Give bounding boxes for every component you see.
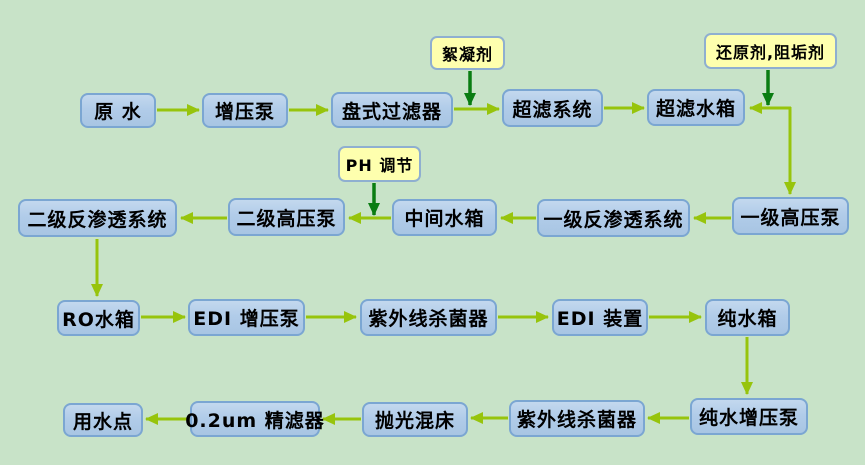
- stage1-ro-system-label: 一级反渗透系统: [543, 208, 684, 231]
- stage1-hp-pump-label: 一级高压泵: [740, 206, 841, 229]
- flocculant-box: 絮凝剂: [430, 36, 505, 70]
- ro-tank-label: RO水箱: [62, 308, 135, 331]
- pure-water-booster-pump-box: 纯水增压泵: [690, 398, 808, 435]
- uf-tank-box: 超滤水箱: [647, 89, 745, 126]
- uv-sterilizer-2-label: 紫外线杀菌器: [516, 409, 637, 431]
- polishing-mixed-bed-box: 抛光混床: [362, 402, 468, 437]
- disc-filter-label: 盘式过滤器: [341, 100, 442, 123]
- edi-unit-box: EDI 装置: [552, 299, 648, 336]
- use-point-label: 用水点: [72, 410, 133, 433]
- flocculant-label: 絮凝剂: [441, 45, 493, 64]
- edi-booster-pump-box: EDI 增压泵: [188, 299, 305, 336]
- stage2-ro-system-box: 二级反渗透系统: [18, 199, 177, 237]
- middle-tank-label: 中间水箱: [404, 208, 485, 230]
- ph-adjust-box: PH 调节: [338, 146, 421, 182]
- raw-water-label: 原 水: [94, 101, 142, 123]
- uv-sterilizer-1-box: 紫外线杀菌器: [360, 299, 497, 336]
- polishing-mixed-bed-label: 抛光混床: [374, 410, 455, 432]
- fine-filter-02um-label: 0.2um 精滤器: [185, 409, 325, 432]
- stage2-hp-pump-label: 二级高压泵: [236, 207, 337, 230]
- booster-pump-label: 增压泵: [214, 101, 275, 123]
- stage2-hp-pump-box: 二级高压泵: [228, 198, 345, 236]
- edi-unit-label: EDI 装置: [556, 308, 644, 330]
- reducer-antiscalant-box: 还原剂,阻垢剂: [704, 33, 837, 69]
- pure-water-booster-pump-label: 纯水增压泵: [698, 407, 799, 429]
- pure-water-tank-label: 纯水箱: [717, 308, 778, 330]
- fine-filter-02um-box: 0.2um 精滤器: [185, 401, 324, 437]
- middle-tank-box: 中间水箱: [392, 199, 497, 236]
- ph-adjust-label: PH 调节: [345, 156, 414, 175]
- pure-water-tank-box: 纯水箱: [705, 299, 790, 336]
- uv-sterilizer-1-label: 紫外线杀菌器: [368, 308, 489, 330]
- use-point-box: 用水点: [63, 403, 143, 437]
- ro-tank-box: RO水箱: [57, 300, 140, 336]
- raw-water-box: 原 水: [80, 93, 156, 128]
- uf-tank-label: 超滤水箱: [655, 98, 736, 120]
- disc-filter-box: 盘式过滤器: [331, 92, 453, 128]
- stage2-ro-system-label: 二级反渗透系统: [27, 208, 168, 231]
- uf-system-label: 超滤系统: [512, 98, 593, 121]
- reducer-antiscalant-label: 还原剂,阻垢剂: [715, 43, 826, 62]
- uv-sterilizer-2-box: 紫外线杀菌器: [509, 400, 645, 437]
- booster-pump-box: 增压泵: [202, 93, 288, 128]
- edi-booster-pump-label: EDI 增压泵: [193, 308, 300, 330]
- stage1-ro-system-box: 一级反渗透系统: [537, 199, 690, 237]
- uf-system-box: 超滤系统: [502, 89, 603, 127]
- stage1-hp-pump-box: 一级高压泵: [732, 197, 849, 235]
